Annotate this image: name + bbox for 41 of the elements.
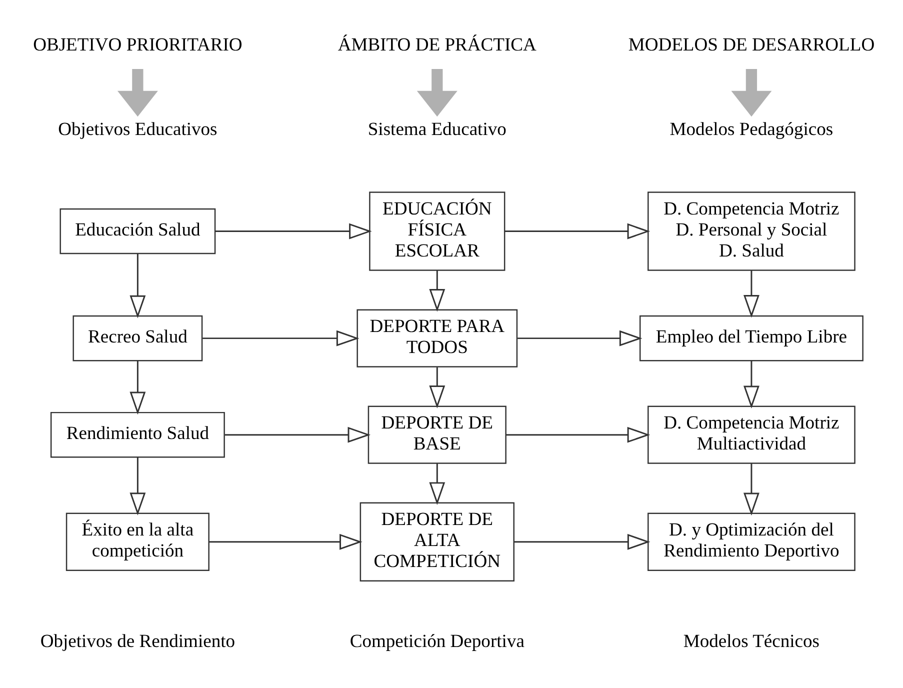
arrow xyxy=(428,366,445,408)
arrow xyxy=(129,253,146,318)
arrow xyxy=(416,68,457,116)
node-box: Rendimiento Salud xyxy=(50,411,224,458)
node-box: D. Competencia Motriz Multiactividad xyxy=(647,405,855,464)
arrow xyxy=(742,463,759,516)
arrow xyxy=(742,360,759,408)
node-text: MODELOS DE DESARROLLO xyxy=(628,34,874,56)
arrow xyxy=(428,463,445,504)
node-text: Modelos Pedagógicos xyxy=(669,118,833,140)
arrow xyxy=(202,330,359,346)
arrow xyxy=(214,222,372,239)
node-box: Empleo del Tiempo Libre xyxy=(638,314,863,361)
arrow xyxy=(224,426,370,442)
node-text: Objetivos Educativos xyxy=(58,118,217,140)
arrow xyxy=(730,68,772,116)
arrow xyxy=(428,270,445,312)
arrow xyxy=(504,222,650,239)
arrow xyxy=(513,533,650,550)
arrow xyxy=(129,360,146,414)
node-box: DEPORTE DE BASE xyxy=(367,405,506,464)
node-text: ÁMBITO DE PRÁCTICA xyxy=(337,34,536,56)
label: Modelos Técnicos xyxy=(682,630,820,652)
node-box: Éxito en la alta competición xyxy=(65,512,209,570)
label: Competición Deportiva xyxy=(349,630,524,652)
arrow xyxy=(742,270,759,318)
node-box: Recreo Salud xyxy=(72,314,202,361)
arrow xyxy=(116,68,158,116)
node-box: DEPORTE PARA TODOS xyxy=(356,308,518,367)
node-text: Sistema Educativo xyxy=(367,118,506,140)
arrow xyxy=(505,426,650,442)
arrow xyxy=(129,456,146,515)
arrow xyxy=(517,330,642,346)
node-box: D. y Optimización del Rendimiento Deportivo xyxy=(647,512,855,570)
node-box: Educación Salud xyxy=(59,208,216,254)
label: Objetivos de Rendimiento xyxy=(40,630,235,652)
node-box: EDUCACIÓN FÍSICA ESCOLAR xyxy=(368,191,505,270)
node-box: DEPORTE DE ALTA COMPETICIÓN xyxy=(359,502,514,581)
node-text: OBJETIVO PRIORITARIO xyxy=(32,34,242,56)
arrow xyxy=(208,533,362,550)
node-box: D. Competencia Motriz D. Personal y Social D. Salud xyxy=(647,191,855,270)
